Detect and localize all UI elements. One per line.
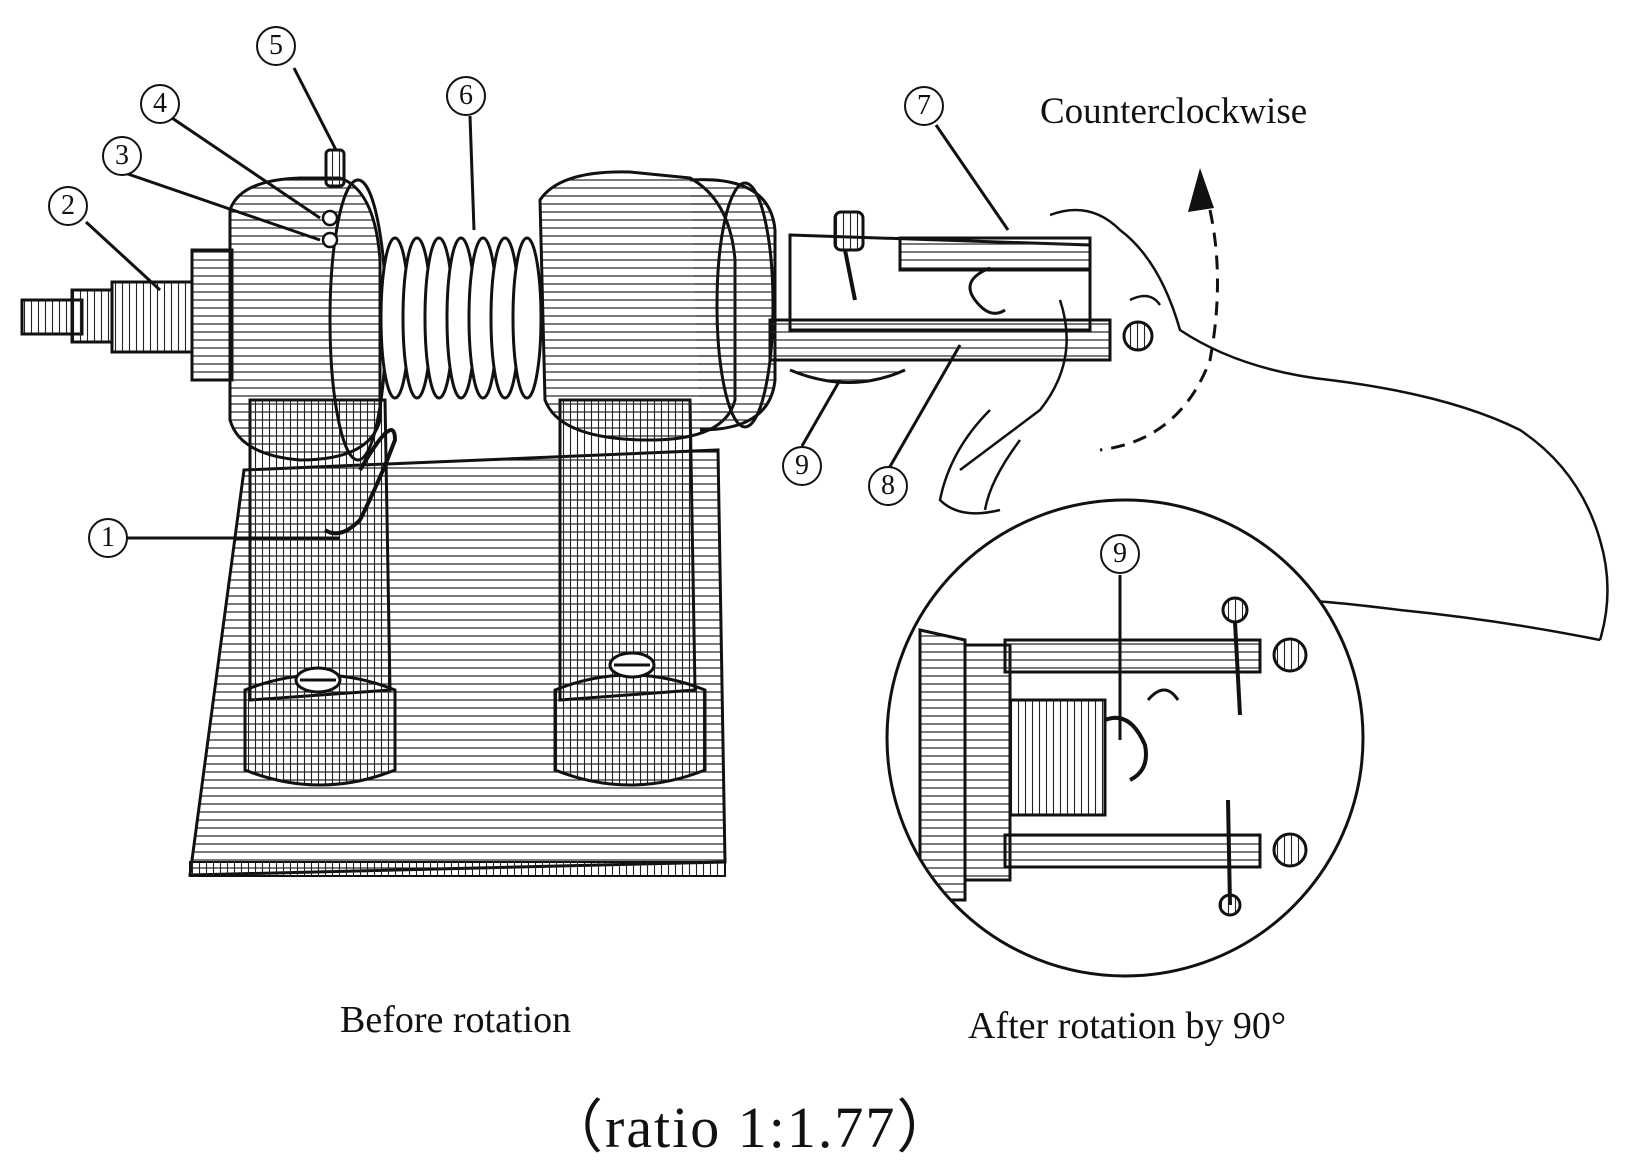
coil-spring [379,236,543,400]
marker-7: 7 [904,86,944,126]
right-housing [538,170,777,442]
rotation-arrow [1099,168,1219,452]
inset-circle [885,498,1365,978]
marker-1: 1 [88,518,128,558]
marker-6: 6 [446,76,486,116]
after-rotation-caption: After rotation by 90° [968,1005,1287,1047]
ratio-label: （ratio 1:1.77） [545,1095,957,1160]
marker-5: 5 [256,26,296,66]
marker-8: 8 [868,466,908,506]
left-pedestal [243,398,397,787]
before-rotation-caption: Before rotation [340,999,572,1041]
marker-2: 2 [48,186,88,226]
threaded-stud [20,248,234,382]
direction-label: Counterclockwise [1040,91,1308,132]
spring-coil [511,236,543,400]
rat-figure [938,208,1609,642]
right-pedestal [553,398,707,787]
rod-assembly [768,210,1154,384]
marker-9: 9 [782,446,822,486]
marker-4: 4 [140,84,180,124]
inset-marker-9: 9 [1100,534,1140,574]
leader-lines [84,67,1122,740]
marker-3: 3 [102,136,142,176]
